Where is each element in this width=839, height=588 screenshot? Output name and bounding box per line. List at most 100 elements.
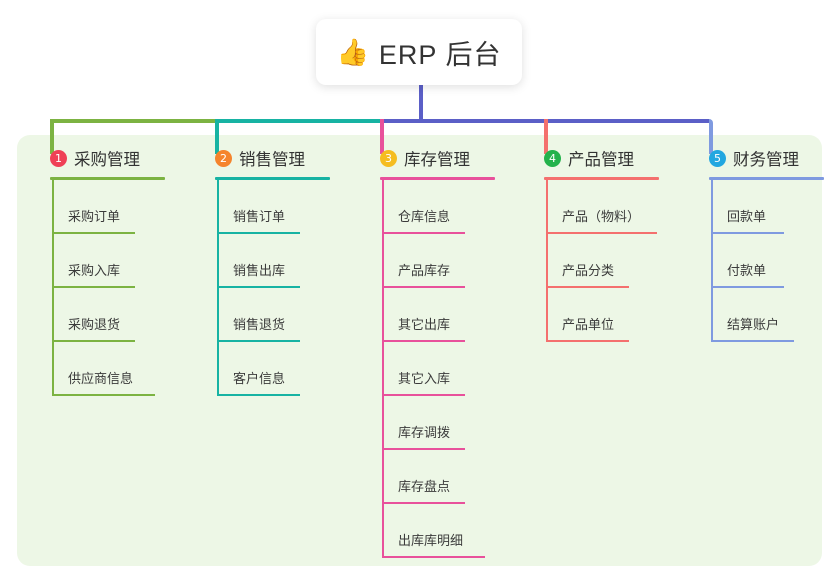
branch-item[interactable]: 采购退货 [34,288,165,342]
connector-drop-4 [544,119,548,154]
branch-item-underline [712,286,784,288]
branch-item-underline [218,394,300,396]
branch-item-underline [383,286,465,288]
branch-column-1: 1 采购管理采购订单采购入库采购退货供应商信息 [34,146,165,396]
connector-drop-1 [50,119,54,154]
branch-title-1: 采购管理 [74,151,140,169]
branch-item-label: 库存盘点 [398,479,451,494]
branch-item-underline [383,394,465,396]
branch-item-underline [712,340,794,342]
branch-item-label: 供应商信息 [68,371,134,386]
branch-spine-2 [217,180,219,396]
branch-item-list-5: 回款单付款单结算账户 [693,180,824,342]
root-node-card[interactable]: 👍 ERP 后台 [316,19,522,85]
branch-item-label: 付款单 [727,263,767,278]
branch-item[interactable]: 其它入库 [364,342,495,396]
branch-item-underline [218,340,300,342]
branch-badge-2: 2 [215,149,232,167]
branch-item-underline [712,232,784,234]
branch-item-label: 采购订单 [68,209,121,224]
branch-item-label: 仓库信息 [398,209,451,224]
connector-bar-segment-4 [544,119,709,123]
branch-item[interactable]: 回款单 [693,180,824,234]
branch-item-underline [383,448,465,450]
branch-item[interactable]: 产品单位 [528,288,659,342]
branch-item-label: 回款单 [727,209,767,224]
branch-item-underline [53,286,135,288]
branch-item[interactable]: 仓库信息 [364,180,495,234]
branch-underline-2 [215,177,330,180]
branch-item-underline [383,232,465,234]
branch-item-list-3: 仓库信息产品库存其它出库其它入库库存调拨库存盘点出库库明细 [364,180,495,558]
branch-title-4: 产品管理 [568,151,634,169]
branch-item-list-1: 采购订单采购入库采购退货供应商信息 [34,180,165,396]
connector-drop-2 [215,119,219,154]
branch-item[interactable]: 采购订单 [34,180,165,234]
branch-item[interactable]: 库存调拨 [364,396,495,450]
branch-badge-1: 1 [50,149,67,167]
branch-item-underline [547,340,629,342]
branch-item[interactable]: 供应商信息 [34,342,165,396]
branch-header-5[interactable]: 5 财务管理 [693,146,824,170]
branch-header-1[interactable]: 1 采购管理 [34,146,165,170]
branch-item[interactable]: 产品（物料） [528,180,659,234]
branch-spine-4 [546,180,548,342]
branch-item[interactable]: 销售订单 [199,180,330,234]
branch-column-5: 5 财务管理回款单付款单结算账户 [693,146,824,342]
branch-item[interactable]: 客户信息 [199,342,330,396]
root-node-title: ERP 后台 [378,39,502,70]
branch-header-4[interactable]: 4 产品管理 [528,146,659,170]
branch-header-2[interactable]: 2 销售管理 [199,146,330,170]
branch-item-underline [383,556,485,558]
branch-item[interactable]: 销售出库 [199,234,330,288]
branch-title-2: 销售管理 [239,151,305,169]
branch-item-label: 库存调拨 [398,425,451,440]
branch-item-underline [53,394,155,396]
branch-item-label: 客户信息 [233,371,286,386]
branch-underline-5 [709,177,824,180]
branch-item[interactable]: 产品库存 [364,234,495,288]
branch-item-underline [218,232,300,234]
content-panel [17,135,822,566]
branch-item[interactable]: 结算账户 [693,288,824,342]
branch-item-label: 销售出库 [233,263,286,278]
branch-column-4: 4 产品管理产品（物料） 产品分类产品单位 [528,146,659,342]
branch-item[interactable]: 销售退货 [199,288,330,342]
branch-badge-5: 5 [709,149,726,167]
branch-spine-3 [382,180,384,558]
branch-item-underline [547,232,657,234]
branch-column-2: 2 销售管理销售订单销售出库销售退货客户信息 [199,146,330,396]
branch-item-label: 出库库明细 [398,533,464,548]
connector-bar-segment-1 [50,119,215,123]
branch-item-label: 产品库存 [398,263,451,278]
branch-spine-5 [711,180,713,342]
branch-badge-4: 4 [544,149,561,167]
branch-spine-1 [52,180,54,396]
branch-item-underline [218,286,300,288]
branch-item[interactable]: 产品分类 [528,234,659,288]
branch-item-underline [383,340,465,342]
branch-badge-3: 3 [380,149,397,167]
branch-item-underline [547,286,629,288]
branch-item[interactable]: 付款单 [693,234,824,288]
branch-item-label: 产品（物料） [562,209,641,224]
branch-item-label: 结算账户 [727,317,780,332]
branch-item-label: 销售订单 [233,209,286,224]
branch-item-label: 采购入库 [68,263,121,278]
branch-item[interactable]: 出库库明细 [364,504,495,558]
branch-underline-1 [50,177,165,180]
branch-item-underline [383,502,465,504]
branch-item[interactable]: 采购入库 [34,234,165,288]
branch-item-underline [53,340,135,342]
branch-title-5: 财务管理 [733,151,799,169]
thumbs-up-icon: 👍 [336,37,369,67]
branch-item-label: 其它出库 [398,317,451,332]
branch-item-label: 其它入库 [398,371,451,386]
branch-item-label: 产品单位 [562,317,615,332]
connector-drop-5 [709,119,713,154]
branch-item[interactable]: 其它出库 [364,288,495,342]
branch-item[interactable]: 库存盘点 [364,450,495,504]
